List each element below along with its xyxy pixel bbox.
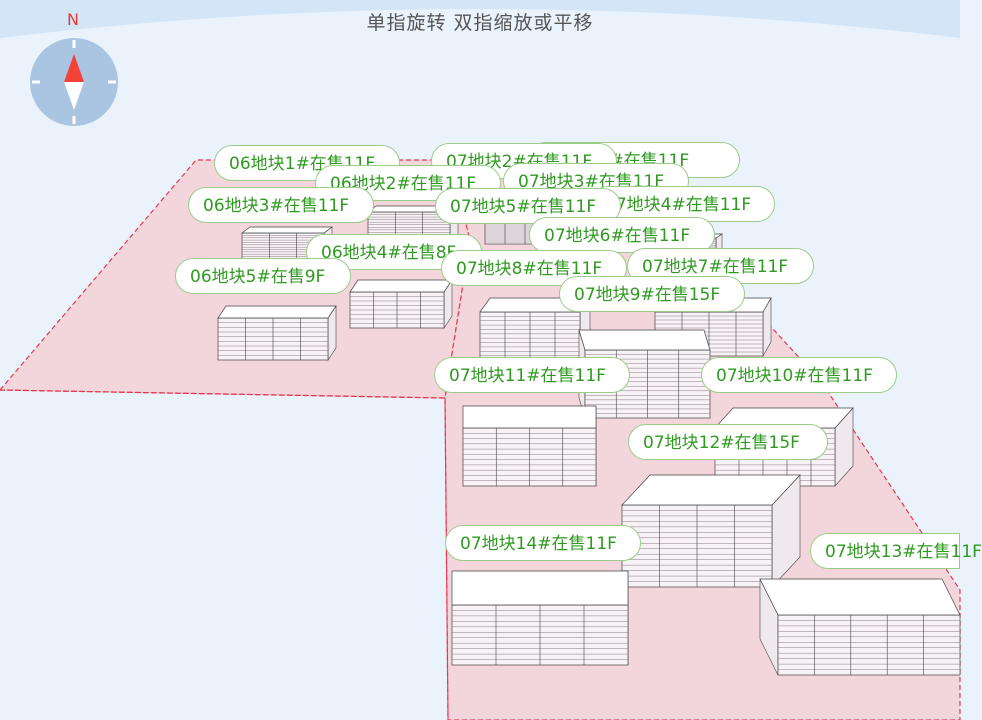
sky-band (0, 0, 960, 38)
building-07-11[interactable] (462, 405, 597, 487)
building-06-5[interactable] (217, 305, 337, 361)
compass-north-label: N (67, 10, 79, 29)
building-label-07-13[interactable]: 07地块13#在售11F (810, 533, 982, 569)
building-07-14[interactable] (451, 570, 629, 666)
building-label-06-5[interactable]: 06地块5#在售9F (175, 258, 351, 294)
building-07-8[interactable] (479, 297, 591, 361)
building-07-13[interactable] (759, 578, 961, 676)
plot-boundary-west (0, 389, 449, 720)
building-label-07-9[interactable]: 07地块9#在售15F (559, 276, 745, 312)
building-07-12[interactable] (621, 474, 801, 588)
building-label-06-3[interactable]: 06地块3#在售11F (188, 187, 374, 223)
compass-icon[interactable] (30, 38, 118, 126)
compass-needle-north (64, 54, 84, 82)
compass-needle-south (64, 82, 84, 110)
gesture-hint: 单指旋转 双指缩放或平移 (366, 12, 594, 34)
building-label-07-14[interactable]: 07地块14#在售11F (445, 525, 641, 561)
building-label-07-12[interactable]: 07地块12#在售15F (628, 424, 828, 460)
building-label-07-10[interactable]: 07地块10#在售11F (701, 357, 897, 393)
building-label-07-6[interactable]: 07地块6#在售11F (529, 217, 715, 253)
building-label-07-11[interactable]: 07地块11#在售11F (434, 357, 630, 393)
building-label-07-8[interactable]: 07地块8#在售11F (441, 250, 627, 286)
building-06-4[interactable] (349, 279, 453, 329)
